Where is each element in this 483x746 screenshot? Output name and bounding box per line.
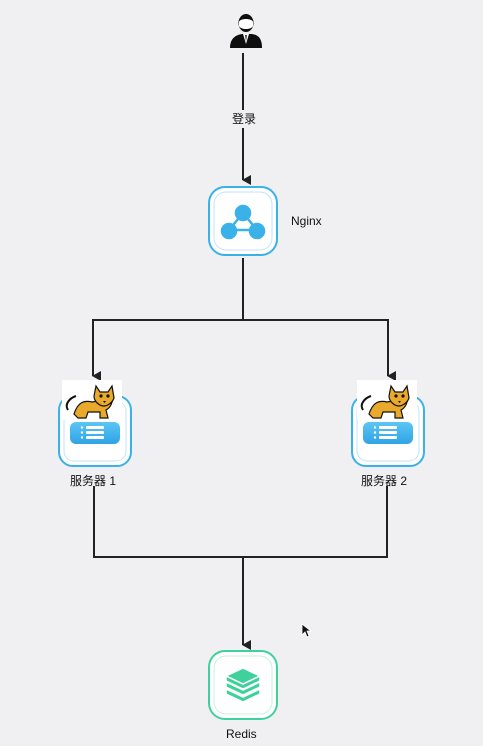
edge-nginx-server2: [243, 319, 396, 381]
server1-label: 服务器 1: [70, 474, 117, 488]
server1-node: [58, 380, 132, 467]
nginx-node: [208, 186, 278, 256]
edge-nginx-server1: [92, 319, 243, 381]
nginx-label: Nginx: [291, 214, 322, 228]
tomcat-icon: [62, 380, 122, 420]
edge-label-login: 登录: [227, 110, 261, 128]
server2-label: 服务器 2: [361, 474, 408, 488]
connectors: [92, 53, 396, 650]
redis-stack-icon: [224, 667, 262, 703]
nginx-share-icon: [220, 204, 266, 240]
redis-node: [208, 650, 278, 720]
server2-node: [351, 380, 425, 467]
redis-label: Redis: [226, 727, 257, 741]
user-icon: [230, 14, 262, 48]
mouse-cursor-icon: [301, 623, 313, 638]
edge-server2-bus: [243, 486, 388, 558]
edge-server1-bus: [93, 486, 243, 558]
tomcat-icon: [357, 380, 417, 420]
